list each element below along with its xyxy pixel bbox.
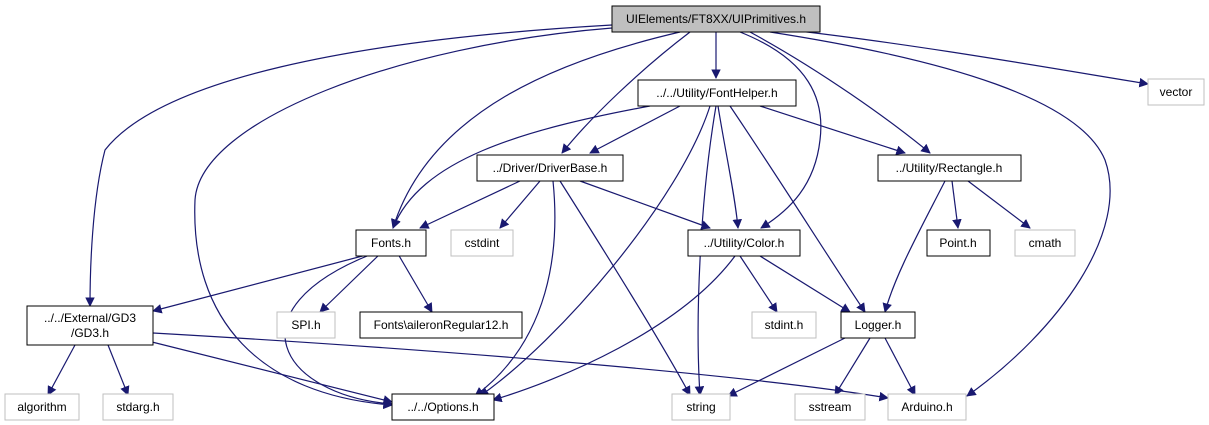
edge-fonts-options [284,253,393,409]
node-label: Logger.h [855,318,902,332]
node-label: ../Driver/DriverBase.h [493,161,608,175]
node-label: vector [1160,85,1193,99]
edge-root-color [739,31,822,229]
edge-gd3-options [151,341,393,405]
node-algorithm[interactable]: algorithm [4,393,80,421]
node-label: Point.h [939,236,976,250]
node-point[interactable]: Point.h [926,229,991,257]
node-label: string [686,400,715,414]
edge-driverbase-fonts [419,180,521,229]
node-root[interactable]: UIElements/FT8XX/UIPrimitives.h [611,5,821,33]
node-label: UIElements/FT8XX/UIPrimitives.h [626,12,806,26]
node-arduino[interactable]: Arduino.h [887,393,967,421]
node-gd3[interactable]: ../../External/GD3 /GD3.h [26,305,154,346]
node-fonthelper[interactable]: ../../Utility/FontHelper.h [637,79,797,107]
node-sstream[interactable]: sstream [794,393,866,421]
node-cstdint[interactable]: cstdint [450,229,514,257]
node-label: stdarg.h [116,400,159,414]
edge-root-options [194,27,613,410]
edge-fonthelper-color [717,105,742,229]
node-label: algorithm [17,400,66,414]
edge-fonthelper-options [479,105,711,397]
edge-color-logger [759,255,851,313]
node-string[interactable]: string [671,393,731,421]
node-stdint[interactable]: stdint.h [751,311,817,339]
edge-root-fonts [391,31,681,229]
edge-fonts-spi [319,253,381,313]
node-label: ../Utility/Color.h [704,236,785,250]
node-label: /GD3.h [71,326,109,340]
edge-fonthelper-rectangle [759,105,906,155]
node-fonts[interactable]: Fonts.h [355,229,427,257]
node-spi[interactable]: SPI.h [276,311,336,339]
edge-rectangle-cmath [967,180,1031,229]
edge-driverbase-color [579,180,711,230]
edge-gd3-algorithm [47,344,76,396]
edges [47,24,1149,410]
node-label: ../../External/GD3 [44,311,136,325]
edge-gd3-arduino [152,332,889,402]
node-driverbase[interactable]: ../Driver/DriverBase.h [476,154,624,182]
node-label: sstream [809,400,852,414]
edge-fonthelper-fonts [391,105,651,229]
edge-fonts-aileron [397,253,433,313]
edge-fonthelper-driverbase [589,105,681,154]
node-label: ../Utility/Rectangle.h [896,161,1003,175]
edge-driverbase-string [559,180,691,396]
edge-rectangle-logger [882,180,946,313]
node-label: Arduino.h [901,400,952,414]
edge-color-options [492,255,736,403]
node-color[interactable]: ../Utility/Color.h [687,229,801,257]
edge-gd3-stdarg [107,344,130,396]
edge-logger-sstream [834,337,871,396]
node-label: Fonts\aileronRegular12.h [374,318,509,332]
edge-fonthelper-string [694,105,717,396]
edge-logger-string [727,337,846,397]
edge-root-rectangle [749,31,931,154]
edge-root-arduino [769,31,1111,397]
node-vector[interactable]: vector [1147,78,1205,106]
edge-fonthelper-logger [729,105,866,313]
node-stdarg[interactable]: stdarg.h [102,393,174,421]
edge-driverbase-options [474,180,556,397]
edge-root-vector [789,29,1149,88]
edge-fonts-gd3 [152,253,371,314]
node-rectangle[interactable]: ../Utility/Rectangle.h [877,154,1022,182]
edge-rectangle-point [951,180,962,229]
node-options[interactable]: ../../Options.h [391,393,495,421]
node-label: cstdint [465,236,500,250]
node-label: ../../Utility/FontHelper.h [656,86,777,100]
node-label: stdint.h [765,318,804,332]
edge-root-gd3 [85,24,613,307]
node-label: SPI.h [291,318,320,332]
node-aileron[interactable]: Fonts\aileronRegular12.h [359,311,523,339]
node-logger[interactable]: Logger.h [840,311,916,339]
node-label: Fonts.h [371,236,411,250]
edge-logger-arduino [884,337,916,396]
node-label: cmath [1029,236,1062,250]
node-label: ../../Options.h [407,400,478,414]
edge-driverbase-cstdint [499,180,541,229]
edge-root-driverbase [561,31,691,154]
nodes: UIElements/FT8XX/UIPrimitives.h ../../Ut… [4,5,1205,421]
node-cmath[interactable]: cmath [1014,229,1076,257]
edge-color-stdint [739,255,778,313]
